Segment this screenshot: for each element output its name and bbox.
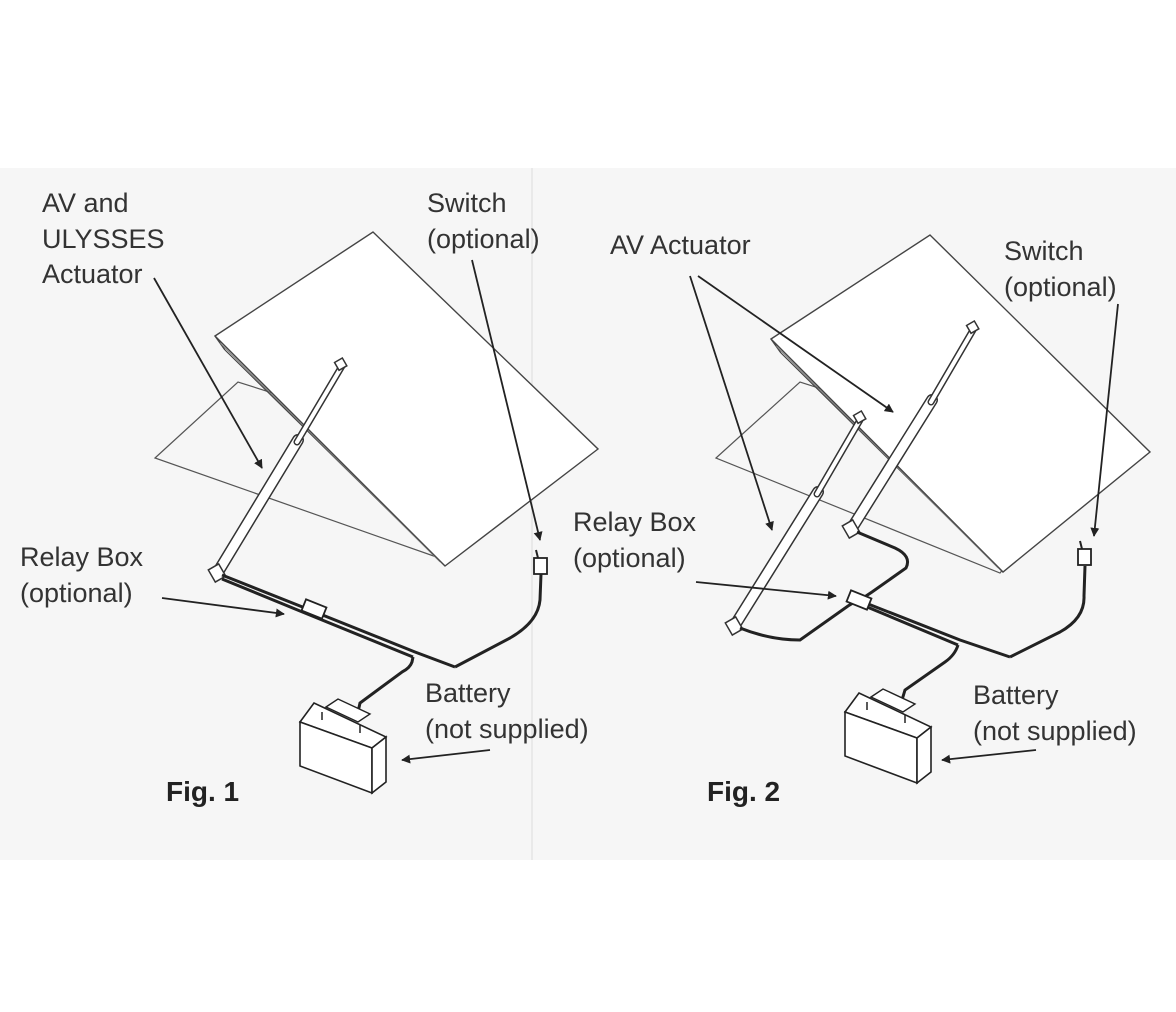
fig1-solar-panel [213, 231, 600, 567]
fig1-drawing [153, 231, 600, 795]
fig2-actuator-right [841, 320, 980, 540]
fig2-switch-arrow [1090, 303, 1119, 537]
fig2-battery [843, 688, 933, 785]
fig1-actuator-arrow [153, 277, 263, 469]
fig2-switch-label: Switch (optional) [1004, 236, 1117, 302]
fig1-relay-arrow [161, 597, 285, 618]
fig2-battery-arrow [941, 749, 1037, 764]
fig2-drawing [689, 234, 1152, 785]
fig1-switch [533, 549, 548, 575]
fig2-actuator-arrow-left [689, 275, 774, 531]
fig1-battery-label: Battery (not supplied) [425, 678, 589, 744]
fig1-battery-arrow [401, 749, 491, 764]
fig1-caption: Fig. 1 [166, 776, 240, 807]
fig1-relay-box [300, 598, 328, 620]
fig1-actuator-label: AV and ULYSSES Actuator [42, 188, 165, 290]
fig2-relay-arrow [695, 581, 837, 600]
fig2-actuator-left [724, 410, 867, 637]
fig2-relay-box [845, 589, 873, 611]
fig2-cables [739, 530, 1087, 701]
fig1-battery [298, 698, 388, 795]
figure-divider [531, 168, 533, 860]
fig2-switch [1077, 540, 1092, 566]
fig1-actuator [207, 357, 348, 584]
fig2-relay-box-label: Relay Box (optional) [573, 507, 697, 573]
fig2-caption: Fig. 2 [707, 776, 781, 807]
fig1-switch-label: Switch (optional) [427, 188, 540, 254]
fig1-switch-arrow [471, 259, 543, 541]
fig1-cables [221, 573, 543, 713]
fig2-actuator-arrow-right [697, 275, 894, 413]
fig1-relay-box-label: Relay Box (optional) [20, 542, 144, 608]
fig2-actuator-label: AV Actuator [610, 230, 751, 260]
fig2-battery-label: Battery (not supplied) [973, 680, 1137, 746]
